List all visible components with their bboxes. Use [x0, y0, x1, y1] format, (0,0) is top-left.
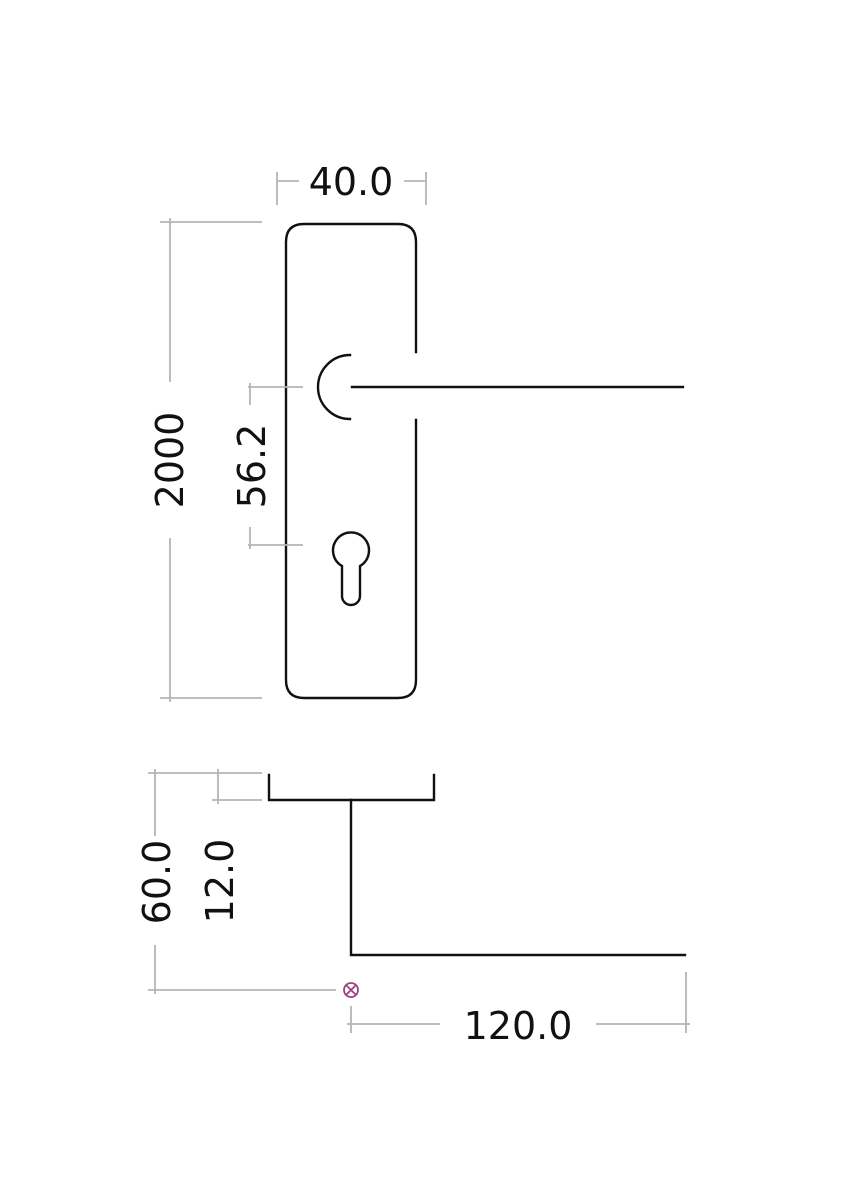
lever-profile: [349, 798, 687, 957]
keyhole: [331, 531, 371, 607]
side-view: [267, 773, 687, 998]
front-view: [284, 222, 685, 700]
dimension-lever-keyhole: 56.2: [230, 383, 303, 549]
backplate-outline: [284, 222, 418, 700]
rose-profile: [267, 773, 436, 802]
plate-width-label: 40.0: [309, 160, 394, 204]
lever-keyhole-label: 56.2: [230, 424, 274, 509]
origin-marker-icon: [343, 982, 359, 998]
lever-length-label: 120.0: [464, 1004, 573, 1048]
dimension-total-projection: 60.0: [135, 769, 336, 994]
lever-rose-arc: [316, 353, 352, 421]
dimension-plate-height: 2000: [148, 218, 262, 702]
total-projection-label: 60.0: [135, 840, 179, 925]
dimension-plate-width: 40.0: [276, 160, 427, 205]
plate-height-label: 2000: [148, 412, 192, 509]
dimension-rose-thickness: 12.0: [198, 769, 262, 923]
dimension-lever-length: 120.0: [347, 972, 690, 1048]
rose-thickness-label: 12.0: [198, 839, 242, 924]
